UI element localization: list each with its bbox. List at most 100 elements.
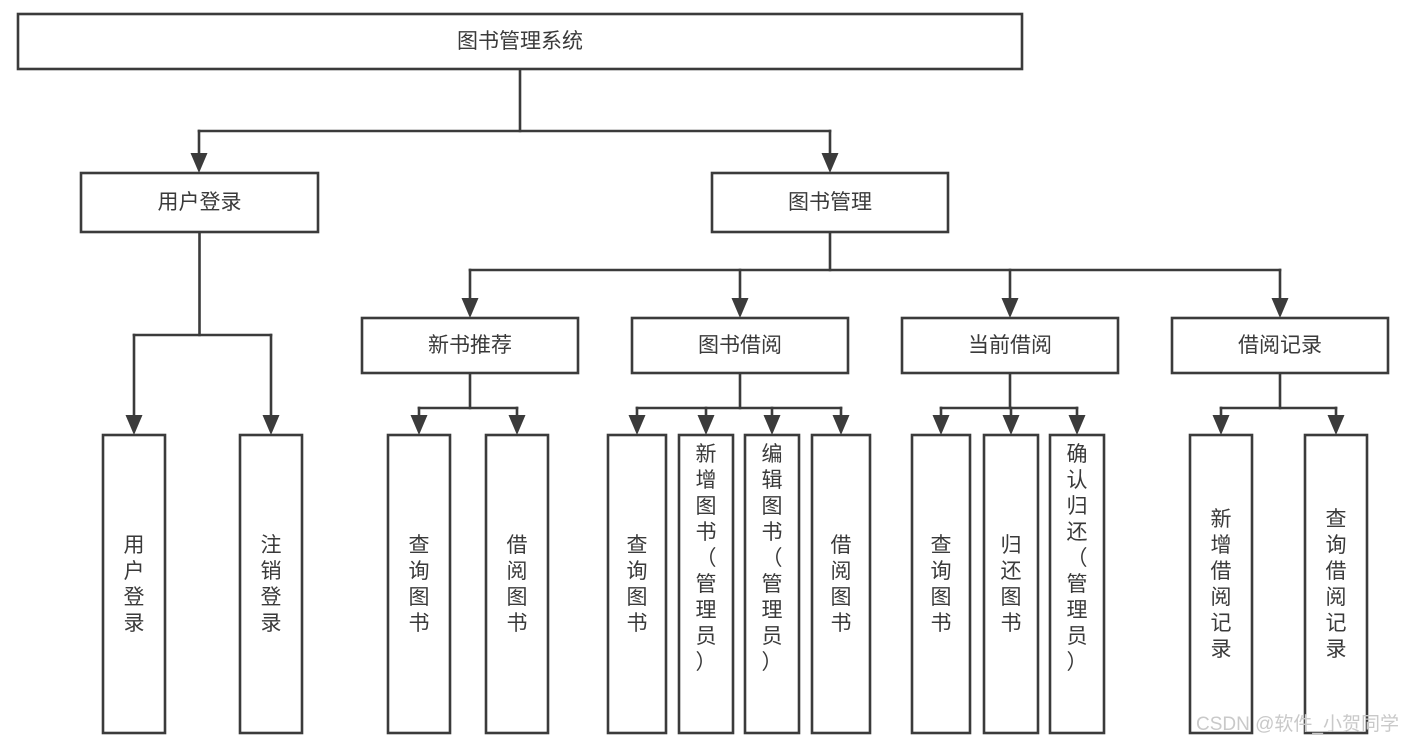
node-box-leaf-user-login[interactable] <box>101 433 167 735</box>
arrow-bookmgmt-1 <box>731 298 749 318</box>
node-label-leaf-edit-book-char-5: 管 <box>762 573 783 596</box>
node-label-leaf-add-book-char-4: （ <box>696 547 717 570</box>
node-label-leaf-edit-book-char-7: 员 <box>762 625 783 648</box>
node-label-leaf-add-book-char-5: 管 <box>696 573 717 596</box>
node-box-current-borrow[interactable] <box>900 316 1120 375</box>
arrow-borrow-3 <box>832 415 850 435</box>
node-label-leaf-query-borrow-record-char-3: 阅 <box>1326 586 1347 609</box>
node-label-leaf-return-book-char-0: 归 <box>1001 534 1022 557</box>
arrow-current-1 <box>1002 415 1020 435</box>
node-label-leaf-query-book-current-char-2: 图 <box>931 586 952 609</box>
arrow-recommend-0 <box>410 415 428 435</box>
node-box-leaf-query-book-current[interactable] <box>910 433 972 735</box>
node-user-login[interactable]: 用户登录 <box>79 171 320 234</box>
node-box-leaf-borrow-book-recommend[interactable] <box>484 433 550 735</box>
arrow-borrow-0 <box>628 415 646 435</box>
node-label-root: 图书管理系统 <box>457 30 583 53</box>
node-label-leaf-edit-book-char-2: 图 <box>762 495 783 518</box>
node-label-leaf-add-book-char-7: 员 <box>696 625 717 648</box>
arrow-borrow-1 <box>697 415 715 435</box>
node-box-user-login[interactable] <box>79 171 320 234</box>
node-box-borrow-record[interactable] <box>1170 316 1390 375</box>
node-label-leaf-user-login-char-0: 用 <box>124 534 145 557</box>
node-box-book-management[interactable] <box>710 171 950 234</box>
node-root[interactable]: 图书管理系统 <box>16 12 1024 71</box>
node-box-root[interactable] <box>16 12 1024 71</box>
connectors-layer <box>125 67 1345 435</box>
node-borrow-record[interactable]: 借阅记录 <box>1170 316 1390 375</box>
arrow-borrow-2 <box>763 415 781 435</box>
arrow-record-1 <box>1327 415 1345 435</box>
node-label-leaf-add-borrow-record-char-5: 录 <box>1211 638 1232 661</box>
node-label-leaf-user-logout-char-0: 注 <box>261 534 282 557</box>
node-label-leaf-add-book-char-3: 书 <box>696 521 717 544</box>
node-label-leaf-query-book-recommend-char-3: 书 <box>409 612 430 635</box>
node-label-leaf-edit-book-char-4: （ <box>762 547 783 570</box>
node-new-book-recommend[interactable]: 新书推荐 <box>360 316 580 375</box>
node-label-leaf-confirm-return-char-4: （ <box>1067 547 1088 570</box>
node-label-leaf-query-book-recommend-char-0: 查 <box>409 534 430 557</box>
node-label-leaf-confirm-return-char-2: 归 <box>1067 495 1088 518</box>
nodes-layer: 图书管理系统用户登录图书管理新书推荐图书借阅当前借阅借阅记录用户登录注销登录查询… <box>16 12 1390 735</box>
node-label-leaf-user-login-char-3: 录 <box>124 612 145 635</box>
node-label-new-book-recommend: 新书推荐 <box>428 334 512 357</box>
node-label-leaf-borrow-book-recommend-char-0: 借 <box>507 534 528 557</box>
node-label-leaf-query-book-current-char-1: 询 <box>931 560 952 583</box>
node-label-leaf-borrow-book-char-0: 借 <box>831 534 852 557</box>
node-box-leaf-confirm-return[interactable] <box>1048 433 1106 735</box>
node-label-leaf-query-borrow-record-char-5: 录 <box>1326 638 1347 661</box>
node-label-leaf-add-borrow-record-char-3: 阅 <box>1211 586 1232 609</box>
arrow-current-0 <box>932 415 950 435</box>
node-box-leaf-query-book-recommend[interactable] <box>386 433 452 735</box>
node-book-borrow[interactable]: 图书借阅 <box>630 316 850 375</box>
node-label-leaf-query-borrow-record-char-4: 记 <box>1326 612 1347 635</box>
node-box-leaf-query-book-borrow[interactable] <box>606 433 668 735</box>
node-label-leaf-query-book-current-char-0: 查 <box>931 534 952 557</box>
node-label-leaf-query-borrow-record-char-1: 询 <box>1326 534 1347 557</box>
node-box-leaf-query-borrow-record[interactable] <box>1303 433 1369 735</box>
arrow-current-2 <box>1068 415 1086 435</box>
node-book-management[interactable]: 图书管理 <box>710 171 950 234</box>
node-label-leaf-return-book-char-2: 图 <box>1001 586 1022 609</box>
node-box-leaf-borrow-book[interactable] <box>810 433 872 735</box>
node-label-leaf-return-book-char-3: 书 <box>1001 612 1022 635</box>
node-label-leaf-add-borrow-record-char-4: 记 <box>1211 612 1232 635</box>
node-label-leaf-edit-book-char-3: 书 <box>762 521 783 544</box>
node-box-leaf-add-book[interactable] <box>677 433 735 735</box>
node-box-leaf-user-logout[interactable] <box>238 433 304 735</box>
node-label-leaf-query-book-recommend-char-2: 图 <box>409 586 430 609</box>
node-label-leaf-user-logout-char-1: 销 <box>261 560 282 583</box>
csdn-watermark: CSDN @软件_小贺同学 <box>1196 713 1399 735</box>
node-label-current-borrow: 当前借阅 <box>968 334 1052 357</box>
node-label-leaf-borrow-book-char-1: 阅 <box>831 560 852 583</box>
node-label-leaf-add-borrow-record-char-1: 增 <box>1211 534 1232 557</box>
node-label-leaf-user-logout-char-3: 录 <box>261 612 282 635</box>
node-box-book-borrow[interactable] <box>630 316 850 375</box>
node-leaf-user-login[interactable]: 用户登录 <box>101 433 167 735</box>
node-box-leaf-edit-book[interactable] <box>743 433 801 735</box>
node-label-leaf-query-borrow-record-char-0: 查 <box>1326 508 1347 531</box>
node-label-leaf-add-borrow-record-char-0: 新 <box>1211 508 1232 531</box>
node-label-leaf-borrow-book-recommend-char-3: 书 <box>507 612 528 635</box>
node-label-leaf-borrow-book-char-2: 图 <box>831 586 852 609</box>
node-label-leaf-confirm-return-char-3: 还 <box>1067 521 1088 544</box>
node-box-new-book-recommend[interactable] <box>360 316 580 375</box>
node-box-leaf-add-borrow-record[interactable] <box>1188 433 1254 735</box>
node-label-leaf-edit-book-char-6: 理 <box>762 599 783 622</box>
node-label-leaf-user-login-char-2: 登 <box>124 586 145 609</box>
node-current-borrow[interactable]: 当前借阅 <box>900 316 1120 375</box>
node-label-leaf-confirm-return-char-5: 管 <box>1067 573 1088 596</box>
node-box-leaf-return-book[interactable] <box>982 433 1040 735</box>
